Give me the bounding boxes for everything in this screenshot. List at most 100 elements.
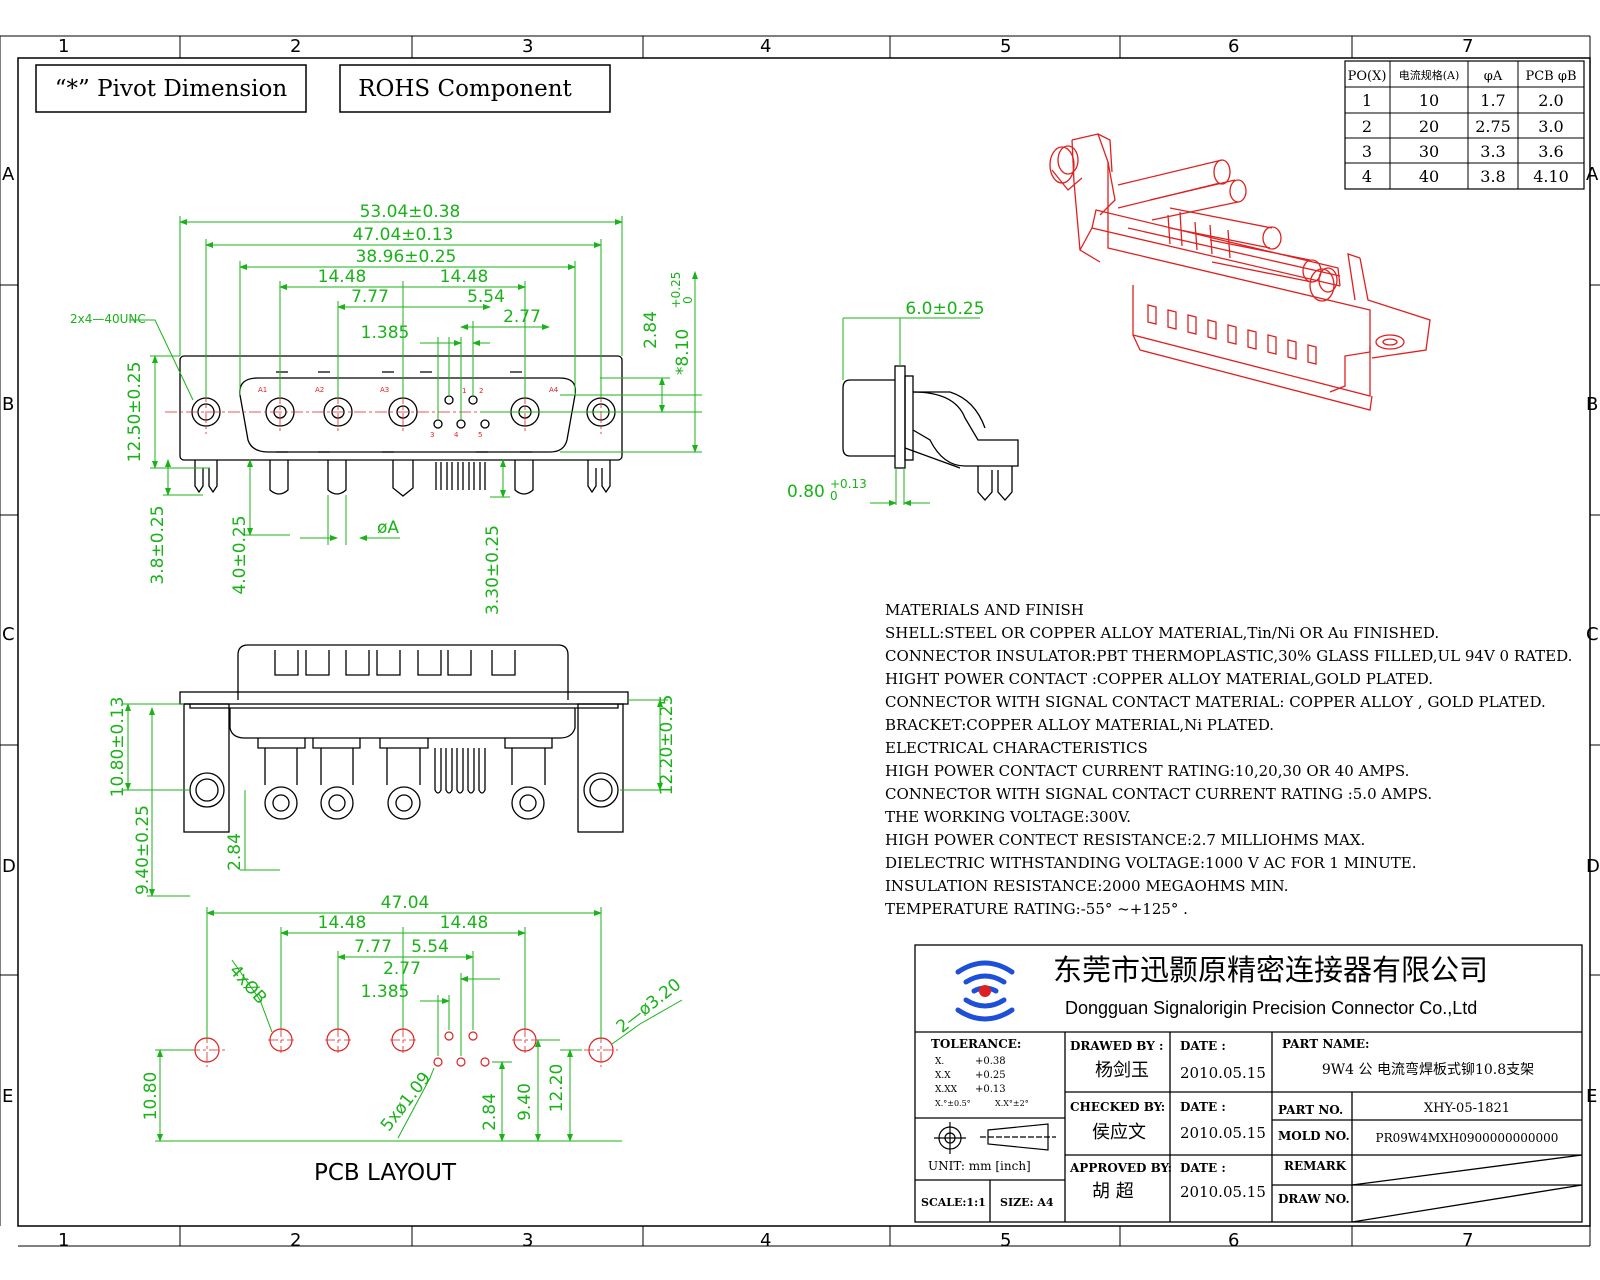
row-label-a-right: A <box>1586 164 1599 185</box>
svg-text:A2: A2 <box>315 386 324 394</box>
note-line: HIGH POWER CONTECT RESISTANCE:2.7 MILLIO… <box>885 831 1365 849</box>
svg-text:20: 20 <box>1419 117 1439 136</box>
dim-2-77: 2.77 <box>503 307 541 327</box>
dim-8-10-tol-lower: 0 <box>681 296 695 304</box>
dim-shell-width: 38.96±0.25 <box>356 247 457 267</box>
dim-bottom-2-84: 2.84 <box>225 833 245 871</box>
company-logo <box>955 960 1015 1022</box>
size-label: SIZE: A4 <box>1000 1196 1054 1209</box>
date-label: DATE : <box>1180 1039 1226 1053</box>
row-label-e-right: E <box>1586 1086 1597 1107</box>
col-label-1: 1 <box>58 36 69 57</box>
pcb-callout-mount: 2—ø3.20 <box>613 975 685 1038</box>
rohs-text: ROHS Component <box>358 76 572 102</box>
draw-no-label: DRAW NO. <box>1278 1192 1350 1206</box>
dim-height: 12.50±0.25 <box>125 362 145 463</box>
col-label-7: 7 <box>1462 36 1473 57</box>
rohs-badge: ROHS Component <box>339 64 611 113</box>
dim-pitch-right: 14.48 <box>440 267 489 287</box>
table-header-pcb-phi-b: PCB φB <box>1525 69 1576 84</box>
front-view-dimensions <box>130 216 702 545</box>
thread-callout: 2x4—40UNC <box>70 312 146 326</box>
dim-8-10-tol-upper: +0.25 <box>669 272 683 309</box>
scale-label: SCALE:1:1 <box>921 1196 986 1209</box>
pcb-layout <box>194 1028 614 1067</box>
dim-8-10: *8.10 <box>673 329 693 375</box>
dim-leg-3-30: 3.30±0.25 <box>483 525 503 615</box>
pcb-dim-9-40: 9.40 <box>515 1083 535 1121</box>
grid-labels: 1 2 3 4 5 6 7 1 2 3 4 5 6 7 A B C D E A … <box>2 36 1600 1251</box>
mold-no-value: PR09W4MXH0900000000000 <box>1376 1131 1559 1145</box>
connector-3d-render <box>1049 133 1431 411</box>
col-label-3-bottom: 3 <box>522 1230 533 1251</box>
date-value: 2010.05.15 <box>1180 1064 1266 1082</box>
remark-label: REMARK <box>1284 1159 1347 1173</box>
table-row: 2 20 2.75 3.0 <box>1362 117 1564 136</box>
note-line: ELECTRICAL CHARACTERISTICS <box>885 739 1148 757</box>
table-row: 3 30 3.3 3.6 <box>1362 142 1564 161</box>
dim-leg-3-8: 3.8±0.25 <box>148 505 168 584</box>
pcb-dimensions <box>155 907 683 1142</box>
row-label-a: A <box>2 164 15 185</box>
note-line: HIGH POWER CONTACT CURRENT RATING:10,20,… <box>885 762 1409 780</box>
approved-by-label: APPROVED BY: <box>1069 1161 1172 1175</box>
pcb-callout-signal: 5xø1.09 <box>377 1069 435 1136</box>
title-block <box>914 944 1583 1223</box>
svg-text:1.7: 1.7 <box>1480 91 1505 110</box>
drawed-by-name: 杨剑玉 <box>1095 1060 1149 1081</box>
dim-side-thickness-tol-lower: 0 <box>830 489 838 503</box>
svg-text:A1: A1 <box>258 386 267 394</box>
svg-text:40: 40 <box>1419 167 1439 186</box>
svg-text:10: 10 <box>1419 91 1439 110</box>
table-row: 1 10 1.7 2.0 <box>1362 91 1564 110</box>
side-view <box>842 365 1019 501</box>
front-view-dimension-labels: 53.04±0.38 47.04±0.13 38.96±0.25 14.48 1… <box>70 202 695 615</box>
dim-side-thickness-tol-upper: +0.13 <box>830 477 867 491</box>
col-label-2: 2 <box>290 36 301 57</box>
col-label-6-bottom: 6 <box>1228 1230 1239 1251</box>
pcb-dim-overall: 47.04 <box>381 893 430 913</box>
note-line: CONNECTOR INSULATOR:PBT THERMOPLASTIC,30… <box>885 647 1572 665</box>
dim-pitch-left: 14.48 <box>318 267 367 287</box>
pcb-dim-1-385: 1.385 <box>361 982 410 1002</box>
side-view-dimensions <box>842 317 980 506</box>
col-label-5-bottom: 5 <box>1000 1230 1011 1251</box>
drawed-by-label: DRAWED BY : <box>1070 1039 1163 1053</box>
dim-bottom-9-40: 9.40±0.25 <box>133 805 153 895</box>
svg-text:3.6: 3.6 <box>1538 142 1563 161</box>
pcb-dim-5-54: 5.54 <box>411 937 449 957</box>
svg-text:A3: A3 <box>380 386 389 394</box>
row-label-b-right: B <box>1586 394 1598 415</box>
note-line: DIELECTRIC WITHSTANDING VOLTAGE:1000 V A… <box>885 854 1417 872</box>
tolerance-row: X.XX <box>935 1085 958 1095</box>
tolerance-row: X.X°±2° <box>995 1099 1029 1108</box>
row-label-e: E <box>2 1086 13 1107</box>
dim-side-top: 6.0±0.25 <box>905 299 984 319</box>
row-label-d: D <box>2 856 16 877</box>
pcb-dim-12-20: 12.20 <box>547 1064 567 1113</box>
grid-ticks <box>0 36 1600 1246</box>
col-label-7-bottom: 7 <box>1462 1230 1473 1251</box>
pcb-dim-2-84: 2.84 <box>480 1093 500 1131</box>
title-block-text: 东莞市迅颢原精密连接器有限公司 Dongguan Signalorigin Pr… <box>921 953 1558 1209</box>
svg-text:5: 5 <box>478 431 482 439</box>
pcb-dim-pitch-right: 14.48 <box>440 913 489 933</box>
pcb-dim-10-80: 10.80 <box>141 1072 161 1121</box>
tolerance-row: +0.13 <box>975 1084 1006 1095</box>
tolerance-row: X.°±0.5° <box>935 1099 971 1108</box>
dim-1-385: 1.385 <box>361 323 410 343</box>
svg-text:1: 1 <box>462 387 466 395</box>
dim-5-54: 5.54 <box>467 287 505 307</box>
pcb-callout-holes-b: 4xØB <box>225 961 271 1009</box>
pivot-dimension-badge: “*” Pivot Dimension <box>35 64 307 113</box>
svg-text:3: 3 <box>1362 142 1372 161</box>
unit-label: UNIT: mm [inch] <box>928 1159 1031 1173</box>
note-line: HIGHT POWER CONTACT :COPPER ALLOY MATERI… <box>885 670 1433 688</box>
mold-no-label: MOLD NO. <box>1278 1129 1350 1143</box>
svg-text:4: 4 <box>454 431 459 439</box>
company-name-cn: 东莞市迅颢原精密连接器有限公司 <box>1053 953 1488 987</box>
svg-text:30: 30 <box>1419 142 1439 161</box>
tolerance-row: X.X <box>935 1071 951 1081</box>
dim-bottom-10-80: 10.80±0.13 <box>108 697 128 798</box>
bottom-view <box>179 644 629 833</box>
